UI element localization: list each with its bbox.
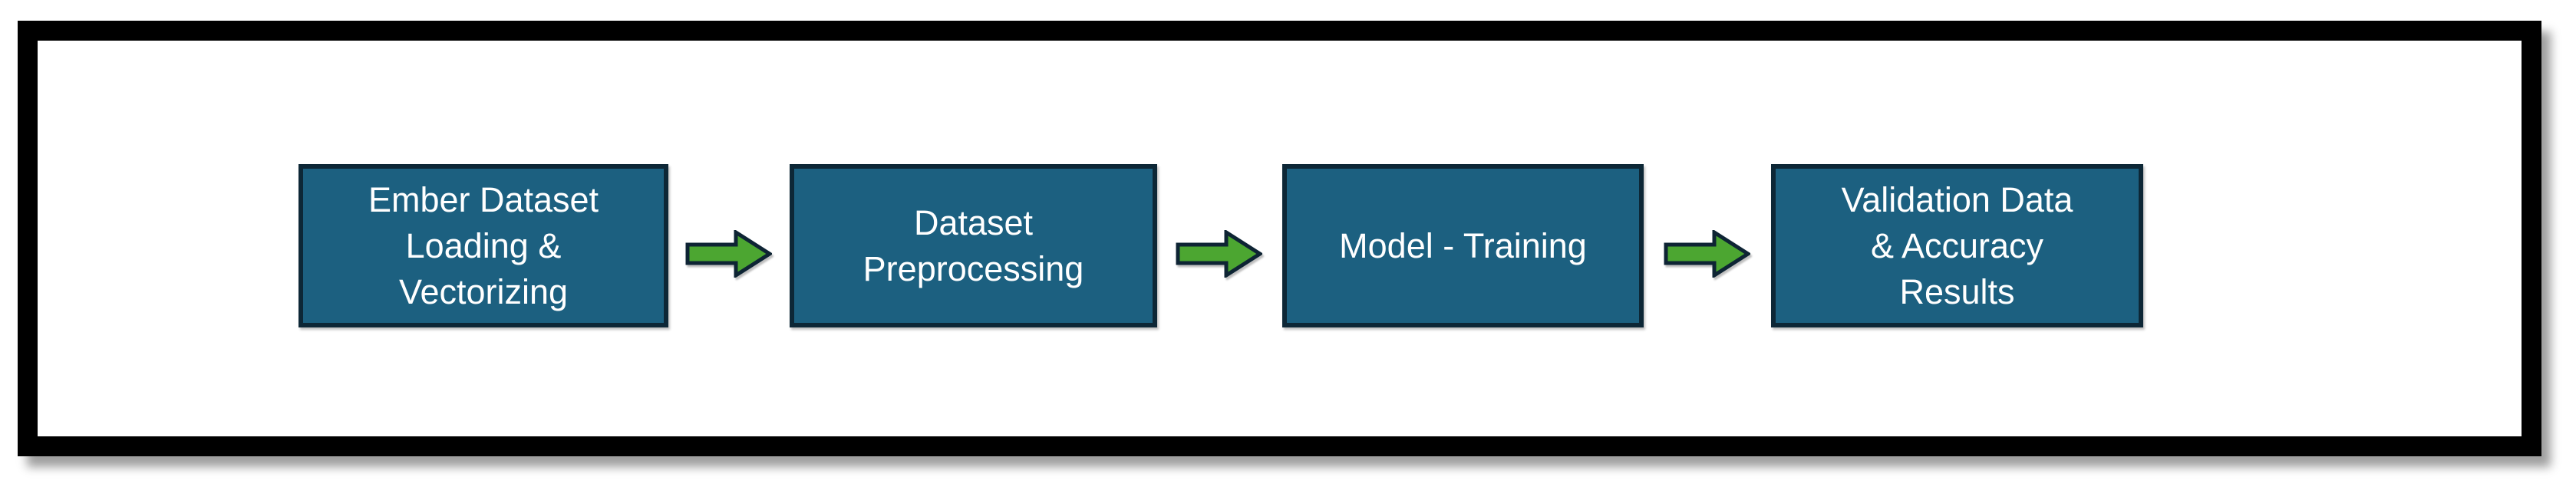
flow-step-ember-dataset-loading: Ember Dataset Loading & Vectorizing	[298, 164, 668, 327]
arrow-right-icon	[1664, 230, 1750, 278]
arrow-right-icon	[1176, 230, 1262, 278]
flow-step-dataset-preprocessing: Dataset Preprocessing	[790, 164, 1157, 327]
flow-step-label: Validation Data & Accuracy Results	[1841, 179, 2073, 311]
flow-step-model-training: Model - Training	[1282, 164, 1644, 327]
flow-step-label: Model - Training	[1339, 225, 1587, 265]
arrow-right-icon	[685, 230, 772, 278]
flow-step-label: Ember Dataset Loading & Vectorizing	[368, 179, 599, 311]
flow-step-validation-results: Validation Data & Accuracy Results	[1771, 164, 2143, 327]
flow-step-label: Dataset Preprocessing	[863, 202, 1084, 288]
